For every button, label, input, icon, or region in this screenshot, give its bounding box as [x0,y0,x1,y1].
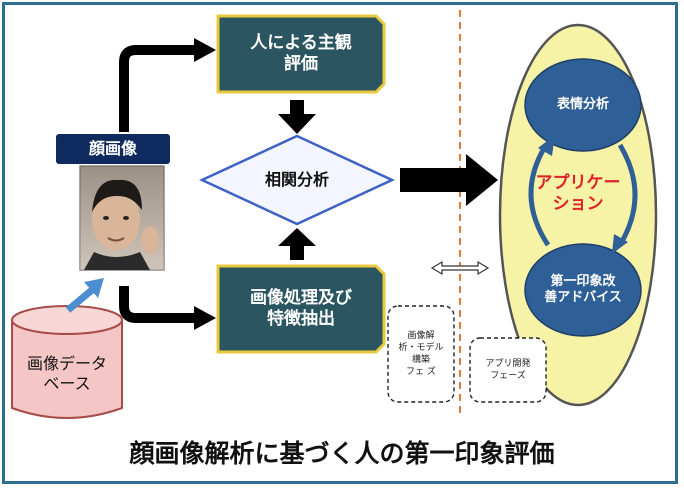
subjective-eval-label: 人による主観 評価 [250,32,352,74]
subjective-eval-box-shape [216,14,386,94]
database-cylinder [11,305,123,419]
correlation-label: 相関分析 [264,170,329,189]
correlation-diamond [199,134,395,226]
face-image-label-box [56,134,170,164]
advice-ellipse [524,243,642,337]
expression-analysis-ellipse [524,58,642,152]
phase-model-label: 画像解 析・モデル 構築 フェ ズ [398,330,444,378]
cycle-arrow-right [617,143,638,247]
db-to-photo-arrow [65,287,95,313]
cycle-arrow-left [528,143,551,247]
application-label: アプリケー ション [535,172,621,214]
phase-app-box [469,337,547,403]
correlation-to-app-arrow [400,154,498,206]
phase-double-arrow [430,260,490,276]
diagram-title: 顔画像解析に基づく人の第一印象評価 [129,439,555,469]
processing-box-shape [216,264,386,354]
up-arrow-to-correlation [278,228,316,260]
cycle-arrow-right-head [612,234,628,254]
cycle-arrow-left-head [538,135,555,156]
photo-to-subjective-arrow [119,45,196,132]
face-photo-icon [79,165,165,271]
processing-label: 画像処理及び 特徴抽出 [250,287,352,329]
photo-to-subjective-arrowhead [194,38,216,62]
phase-app-label: アプリ開発 フェーズ [485,358,531,381]
expression-analysis-label: 表情分析 [556,96,609,112]
down-arrow-to-correlation [278,100,316,134]
face-image-label: 顔画像 [88,139,137,158]
db-to-photo-arrowhead [84,278,104,298]
photo-to-processing-arrow [119,286,196,323]
photo-to-processing-arrowhead [194,306,216,330]
advice-label: 第一印象改 善アドバイス [544,273,622,305]
database-label: 画像データ ベース [26,354,107,393]
phase-model-box [387,305,455,403]
